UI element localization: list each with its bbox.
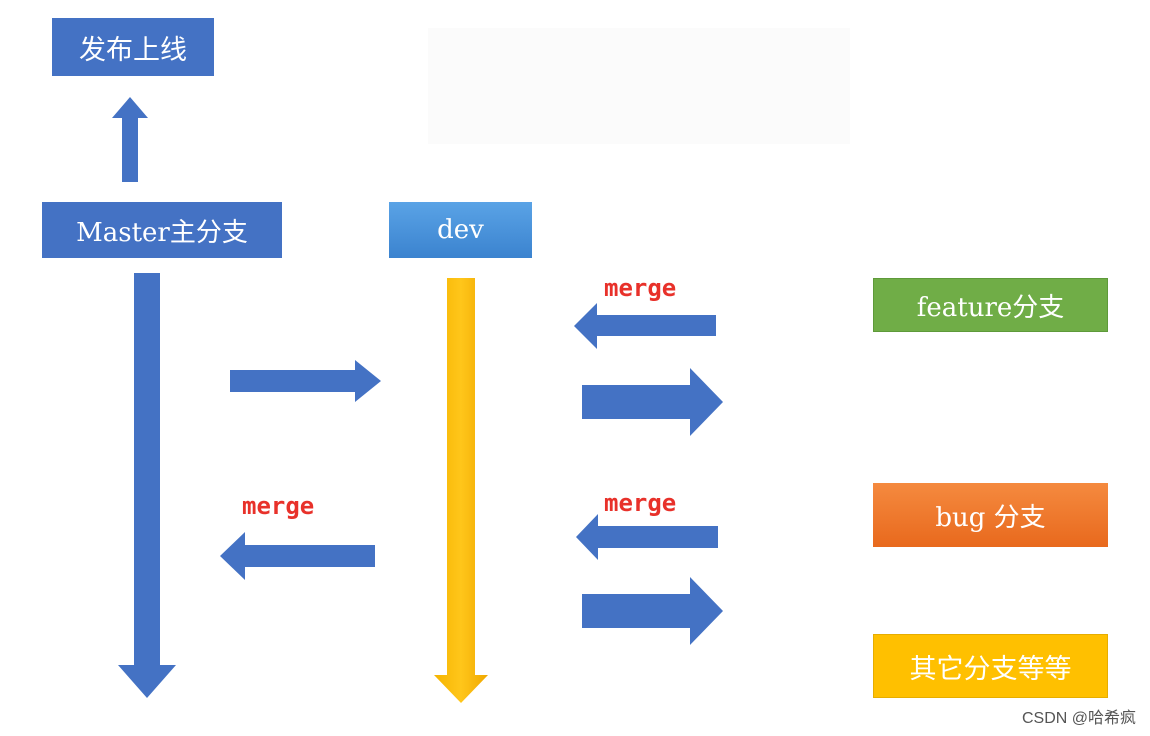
arrow-dev-to-master-merge — [220, 532, 375, 580]
arrow-up-to-release — [112, 97, 148, 182]
merge-label-feature: merge — [604, 274, 677, 302]
dev-branch-node: dev — [389, 202, 532, 258]
watermark: CSDN @哈希疯 — [1021, 710, 1136, 727]
bug-branch-node: bug 分支 — [873, 483, 1108, 547]
blank-panel — [428, 28, 850, 144]
feature-branch-node: feature分支 — [873, 278, 1108, 332]
other-branches-node: 其它分支等等 — [873, 634, 1108, 698]
master-branch-node: Master主分支 — [42, 202, 282, 258]
arrow-dev-to-bug — [582, 577, 723, 645]
arrow-feature-merge-to-dev — [574, 303, 716, 349]
release-node: 发布上线 — [52, 18, 214, 76]
merge-label-master: merge — [242, 492, 315, 520]
arrow-master-to-dev — [230, 360, 381, 402]
master-timeline-arrow — [118, 273, 176, 698]
dev-timeline-arrow — [434, 278, 488, 703]
arrow-dev-to-feature — [582, 368, 723, 436]
arrow-bug-merge-to-dev — [576, 514, 718, 560]
merge-label-bug: merge — [604, 489, 677, 517]
